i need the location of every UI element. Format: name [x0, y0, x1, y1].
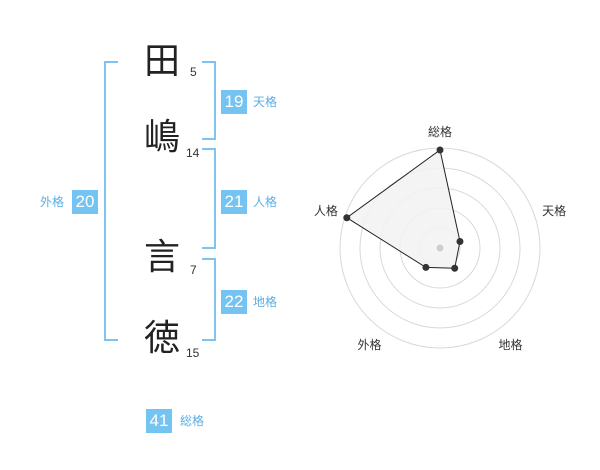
gaikaku-bracket [104, 61, 118, 341]
jinkaku-label: 人格 [253, 195, 278, 209]
radar-point-3 [451, 264, 459, 272]
name-char-3: 言 [144, 237, 181, 278]
stroke-count-1: 5 [190, 65, 197, 79]
tenkaku-label: 天格 [253, 95, 278, 109]
stroke-count-2: 14 [186, 146, 200, 160]
name-char-1: 田 [144, 41, 181, 82]
chikaku-bracket [202, 258, 216, 341]
radar-point-4 [422, 263, 430, 271]
soukaku-value-badge: 41 [146, 409, 172, 433]
radar-axis-label-2: 天格 [542, 203, 566, 218]
stroke-count-4: 15 [186, 346, 200, 360]
chikaku-label: 地格 [253, 295, 278, 309]
soukaku-label: 総格 [180, 414, 205, 428]
radar-point-2 [456, 238, 464, 246]
jinkaku-bracket [202, 148, 216, 249]
stroke-count-3: 7 [190, 263, 197, 277]
name-char-4: 徳 [144, 318, 181, 359]
chikaku-value-badge: 22 [221, 290, 247, 314]
name-char-2: 嶋 [144, 117, 181, 158]
tenkaku-value-badge: 19 [221, 90, 247, 114]
gaikaku-label: 外格 [40, 195, 65, 209]
jinkaku-value-badge: 21 [221, 190, 247, 214]
gaikaku-value-badge: 20 [72, 190, 98, 214]
radar-axis-label-4: 外格 [357, 337, 381, 352]
radar-polygon [345, 149, 461, 269]
radar-axis-label-5: 人格 [314, 203, 338, 218]
radar-center-dot [436, 244, 444, 252]
radar-point-1 [436, 146, 444, 154]
tenkaku-bracket [202, 61, 216, 140]
radar-axis-label-1: 総格 [428, 124, 452, 139]
radar-points [343, 146, 464, 272]
radar-axis-label-3: 地格 [499, 337, 523, 352]
radar-point-5 [343, 214, 351, 222]
